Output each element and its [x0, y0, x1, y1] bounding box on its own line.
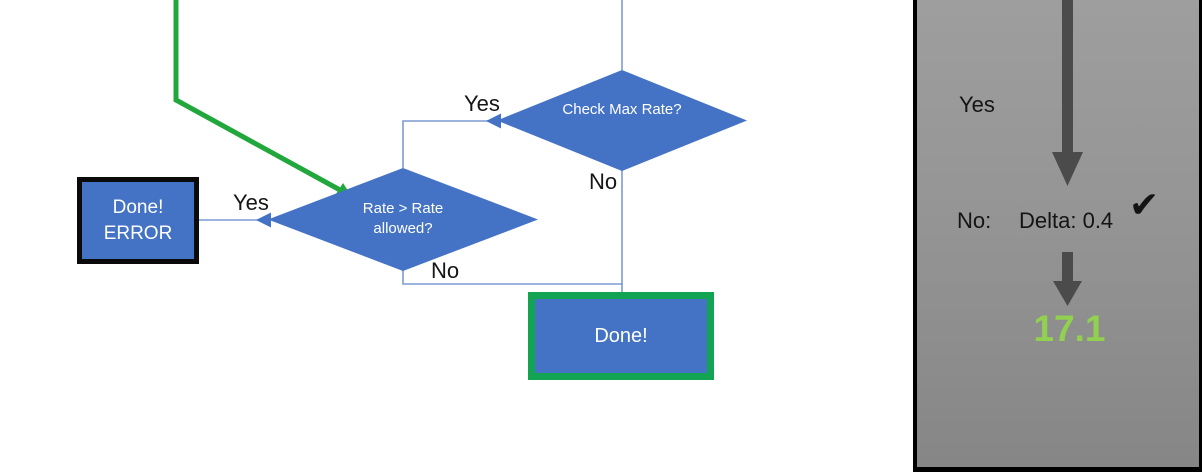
green-flow-line — [173, 0, 342, 193]
check-max-rate-diamond — [497, 70, 747, 171]
checkmark-icon: ✔ — [1129, 184, 1160, 225]
done-box: Done! — [528, 292, 714, 380]
side-panel: Yes No: Delta: 0.4 ✔ 17.1 — [913, 0, 1202, 472]
done-error-label: Done! ERROR — [103, 196, 173, 244]
rate-allowed-diamond — [268, 168, 538, 271]
panel-result-value: 17.1 — [1033, 308, 1106, 349]
edge-label-yes-check: Yes — [464, 91, 500, 116]
connector-rate-no — [402, 270, 623, 285]
arrowhead-rate-yes — [256, 212, 271, 228]
panel-no-label: No: — [957, 208, 992, 233]
done-error-box: Done! ERROR — [77, 177, 199, 264]
small-down-arrow-head — [1053, 281, 1082, 306]
small-down-arrow-shaft — [1062, 252, 1073, 283]
edge-label-no-check: No — [589, 169, 618, 194]
arrowhead-check-yes — [486, 113, 501, 129]
done-label: Done! — [594, 324, 648, 347]
check-max-rate-label: Check Max Rate? — [562, 101, 682, 118]
edge-label-no-rate: No — [431, 258, 460, 283]
edge-label-yes-rate: Yes — [233, 190, 269, 215]
big-down-arrow-shaft — [1062, 0, 1073, 154]
panel-delta-value: Delta: 0.4 — [1019, 208, 1114, 233]
connector-check-yes-to-rate-diamond — [402, 120, 497, 168]
rate-allowed-label: Rate > Rate allowed? — [362, 200, 444, 237]
panel-arrows — [1052, 0, 1083, 306]
panel-yes-label: Yes — [959, 92, 995, 117]
big-down-arrow-head — [1052, 152, 1083, 186]
